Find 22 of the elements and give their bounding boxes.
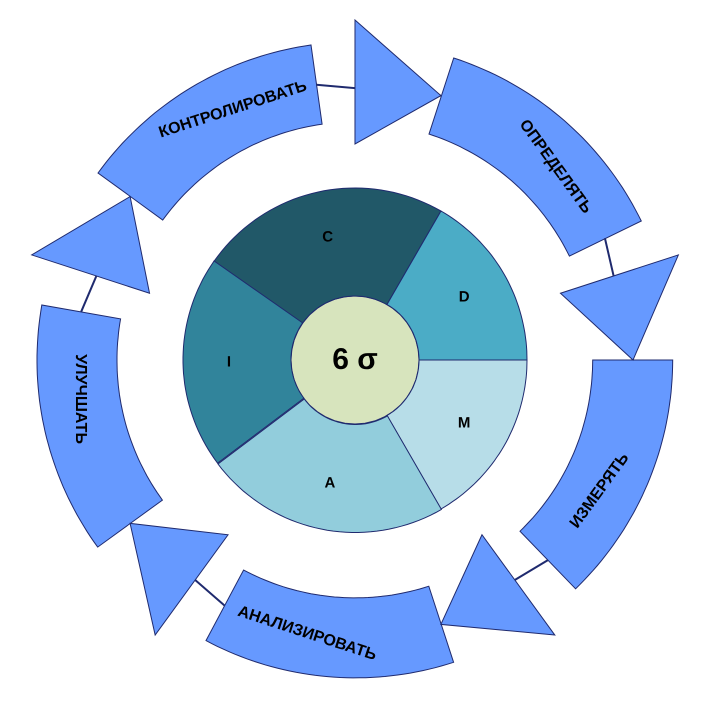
segment-label: M (458, 414, 470, 432)
pie-segment (214, 188, 441, 324)
arrow-head (129, 522, 229, 636)
pie-segment (218, 398, 441, 532)
pie-segment (183, 261, 304, 464)
curved-band (37, 304, 162, 547)
curved-band (428, 58, 641, 256)
arrow-label: УЛУЧШАТЬ (70, 354, 89, 444)
segment-label: A (324, 474, 336, 492)
curved-band (98, 45, 322, 220)
curved-band (206, 570, 454, 678)
pie-segment (387, 211, 527, 360)
arrow-head (440, 534, 556, 636)
arrow-head (31, 196, 150, 312)
segment-label: C (322, 228, 334, 246)
arrow-head (316, 20, 442, 144)
curved-band (520, 360, 673, 589)
center-label: 6 σ (332, 343, 378, 377)
arrow-head (560, 238, 679, 361)
segment-label: I (226, 354, 232, 371)
segment-label: D (458, 288, 470, 306)
pie-segment (387, 360, 527, 509)
